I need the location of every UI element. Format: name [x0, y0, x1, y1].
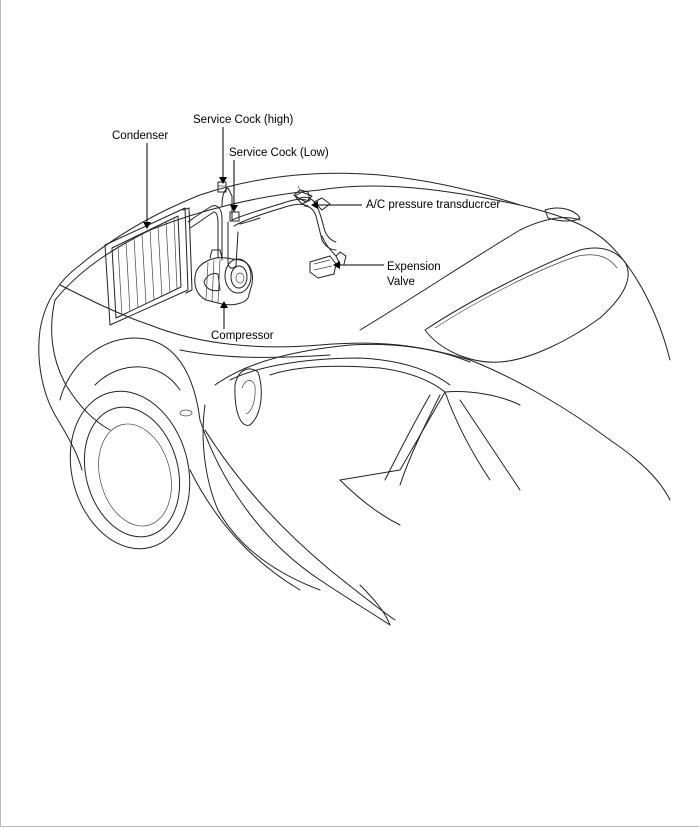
service-cock-high-label: Service Cock (high): [193, 114, 294, 126]
ac-pressure-transducer-part: [293, 185, 311, 205]
service-cock-low-fitting: [229, 211, 240, 222]
expansion-valve-label-line2: Valve: [387, 276, 415, 288]
compressor-unit: [194, 249, 253, 306]
ac-pressure-transducer-label: A/C pressure transducrcer: [366, 199, 501, 211]
compressor-label: Compressor: [211, 330, 274, 342]
leader-lines: [143, 127, 384, 329]
car-body: [38, 172, 671, 626]
expansion-valve-label-line1: Expension: [387, 261, 441, 273]
condenser-unit: [104, 207, 193, 326]
service-cock-low-label: Service Cock (Low): [229, 147, 329, 159]
expansion-valve-part: [309, 251, 347, 279]
condenser-label: Condenser: [112, 130, 169, 142]
